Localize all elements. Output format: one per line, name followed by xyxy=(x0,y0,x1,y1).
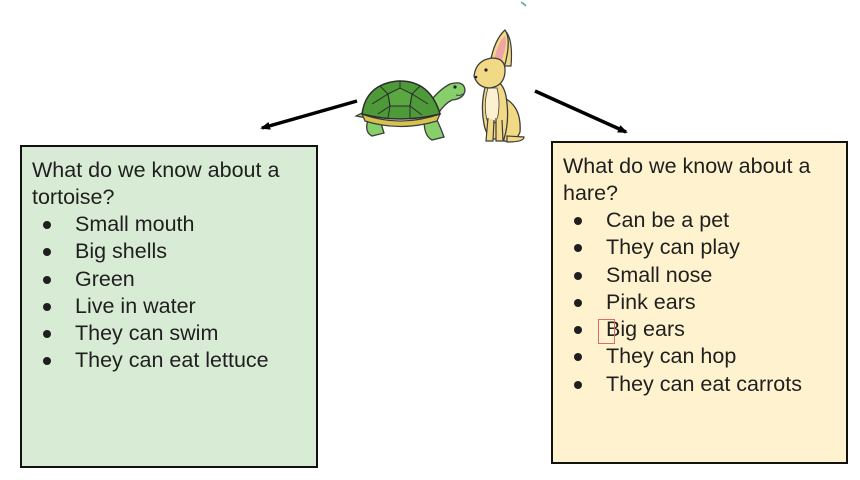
tortoise-fact-text: Green xyxy=(75,266,135,291)
tortoise-fact-text: Big shells xyxy=(75,239,168,264)
hare-fact-item: They can eat carrots xyxy=(563,371,834,398)
hare-fact-item: Can be a pet xyxy=(563,207,834,234)
hare-fact-text: Pink ears xyxy=(606,289,696,314)
tortoise-fact-item: Big shells xyxy=(32,238,304,265)
hare-fact-item: Pink ears xyxy=(563,289,834,316)
bullet-point xyxy=(574,217,582,225)
tortoise-fact-item: They can eat lettuce xyxy=(32,347,304,374)
hare-fact-item: They can hop xyxy=(563,343,834,370)
arrow-to-hare-box xyxy=(534,89,628,134)
tortoise-fact-text: They can swim xyxy=(75,321,219,346)
hare-fact-text: They can hop xyxy=(606,344,737,369)
tortoise-fact-text: Small mouth xyxy=(75,212,195,236)
hare-facts-box[interactable]: What do we know about a hare? Can be a p… xyxy=(551,141,848,464)
bullet-point xyxy=(574,298,582,307)
tortoise-fact-item: Small mouth xyxy=(32,211,304,238)
bullet-point xyxy=(43,357,51,366)
tortoise-fact-item: Live in water xyxy=(32,293,304,320)
tortoise-fact-text: Live in water xyxy=(75,293,196,318)
tortoise-facts-box[interactable]: What do we know about a tortoise? Small … xyxy=(20,145,318,468)
text-cursor-highlight xyxy=(598,319,615,344)
arrow-to-tortoise-box xyxy=(260,99,358,130)
bullet-point xyxy=(574,380,582,389)
tortoise-box-title: What do we know about a tortoise? xyxy=(32,158,280,209)
bullet-point xyxy=(574,353,582,362)
decorative-mark xyxy=(520,1,527,7)
hare-fact-text: They can eat carrots xyxy=(606,371,802,396)
bullet-point xyxy=(43,221,51,229)
hare-fact-text: Big ears xyxy=(606,317,685,342)
bullet-point xyxy=(574,326,582,335)
tortoise-fact-item: Green xyxy=(32,266,304,293)
hare-fact-item: Big ears xyxy=(563,316,834,343)
bullet-point xyxy=(43,302,51,311)
hare-fact-text: Can be a pet xyxy=(606,208,730,232)
bullet-point xyxy=(574,271,582,280)
tortoise-icon xyxy=(354,80,466,141)
tortoise-fact-text: They can eat lettuce xyxy=(75,348,269,373)
hare-fact-item: Small nose xyxy=(563,262,834,289)
bullet-point xyxy=(574,244,582,253)
hare-icon xyxy=(473,29,525,143)
hare-fact-text: Small nose xyxy=(606,262,713,287)
hare-facts-list: Can be a pet They can play Small nose Pi… xyxy=(563,207,834,398)
tortoise-facts-list: Small mouth Big shells Green Live in wat… xyxy=(32,211,304,375)
bullet-point xyxy=(43,275,51,284)
hare-fact-text: They can play xyxy=(606,235,740,260)
bullet-point xyxy=(43,330,51,339)
tortoise-fact-item: They can swim xyxy=(32,320,304,347)
hare-fact-item: They can play xyxy=(563,234,834,261)
hare-box-title: What do we know about a hare? xyxy=(563,154,811,205)
bullet-point xyxy=(43,248,51,257)
